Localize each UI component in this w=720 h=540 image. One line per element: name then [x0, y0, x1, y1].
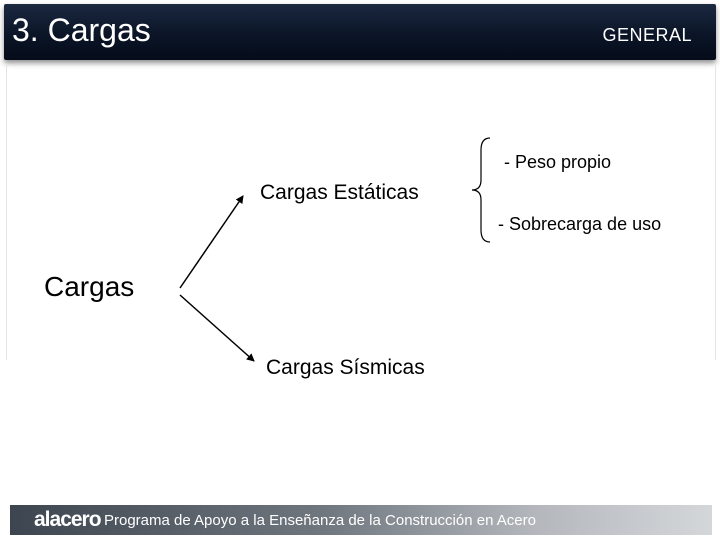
curly-brace [471, 137, 491, 243]
static-loads-label: Cargas Estáticas [260, 181, 419, 204]
slide-title: 3. Cargas [12, 12, 151, 48]
program-name: Programa de Apoyo a la Enseñanza de la C… [104, 512, 536, 529]
content-frame [6, 64, 716, 360]
slide-header: 3. Cargas GENERAL [4, 4, 716, 60]
static-item-live-load: - Sobrecarga de uso [498, 214, 662, 234]
arrow-to-static [179, 195, 244, 289]
section-label: GENERAL [602, 25, 692, 45]
alacero-logo: alacero [34, 508, 102, 531]
footer-banner: alacero Programa de Apoyo a la Enseñanza… [10, 505, 712, 535]
static-item-dead-load: - Peso propio [504, 152, 612, 172]
arrow-to-seismic [179, 294, 255, 362]
root-label: Cargas [44, 271, 135, 302]
seismic-loads-label: Cargas Sísmicas [266, 356, 425, 379]
